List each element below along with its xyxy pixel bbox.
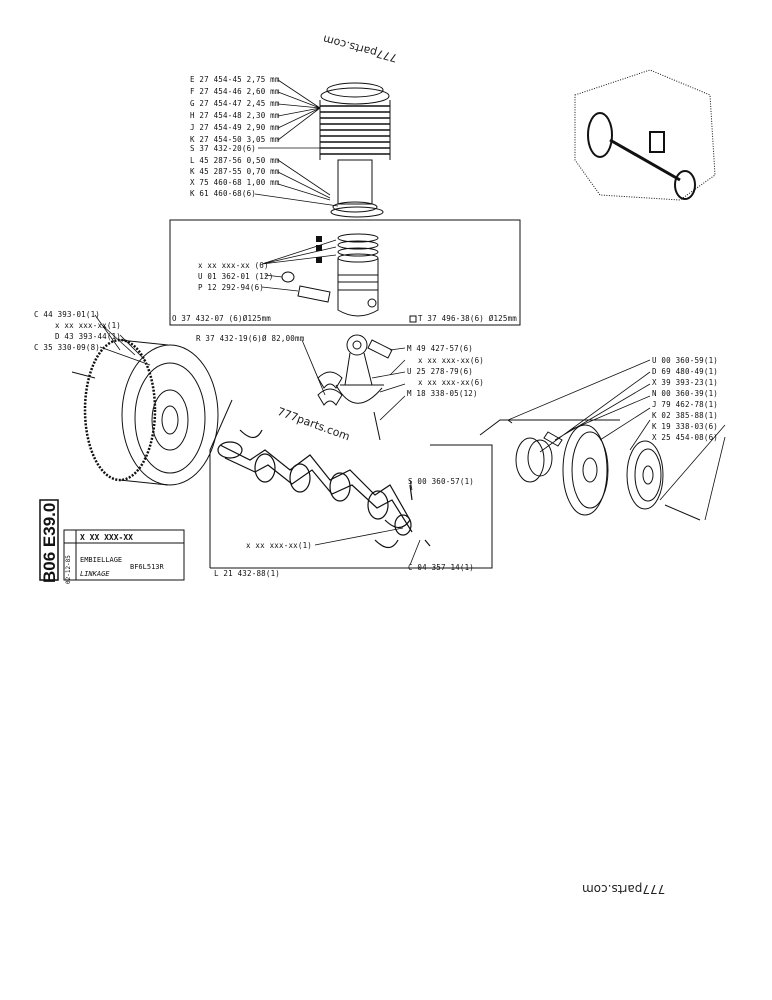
flywheel-drawing [71,338,219,486]
piston-drawing [281,233,379,317]
label-x1: X 75 460-68 1,00 mm [190,178,280,187]
label-xx4: x xx xxx-xx(6) [418,378,485,387]
date-code: 02-12-85 [65,555,72,584]
label-s1: S 37 432-20(6) [190,144,257,153]
label-xx2: x xx xxx-xx(1) [55,321,122,330]
title-en: LINKAGE [80,570,110,578]
label-u1: U 01 362-01 (12) [198,272,274,281]
label-k2: K 45 287-55 0,70 mm [190,167,280,176]
label-l2: L 21 432-88(1) [214,569,281,578]
label-k3: K 61 460-68(6) [190,189,257,198]
label-xx5: x xx xxx-xx(1) [246,541,313,550]
label-k5: K 19 338-03(6) [652,422,719,431]
connecting-rod-drawing [317,334,393,441]
label-o1: O 37 432-07 (6)Ø125mm [172,314,272,323]
label-d2: D 69 480-49(1) [652,367,719,376]
label-j: J 27 454-49 2,90 mm [190,123,280,132]
title-fr: EMBIELLAGE [80,556,123,564]
label-m1: M 49 427-57(6) [407,344,474,353]
label-r1: R 37 432-19(6)Ø 82,00mm [196,334,305,343]
label-k1: K 27 454-50 3,05 mm [190,135,280,144]
label-x2: X 39 393-23(1) [652,378,719,387]
label-x3: X 25 454-08(6) [652,433,719,442]
label-c3: C 04 357-14(1) [408,563,475,572]
label-m2: M 18 338-05(12) [407,389,478,398]
watermark-bottom: 777parts.com [582,882,666,896]
label-c2: C 35 330-09(8) [34,343,101,352]
label-n1: N 00 360-39(1) [652,389,719,398]
label-p1: P 12 292-94(6) [198,283,265,292]
label-xx3: x xx xxx-xx(6) [418,356,485,365]
title-ref: X XX XXX-XX [80,533,133,542]
label-k4: K 02 385-88(1) [652,411,719,420]
crankshaft-drawing [217,429,431,549]
drawing-code: B06 E39.0 [40,502,59,583]
label-t1: T 37 496-38(6) Ø125mm [418,314,518,323]
label-u3: U 00 360-59(1) [652,356,719,365]
label-g: G 27 454-47 2,45 mm [190,99,280,108]
label-d1: D 43 393-44(1) [55,332,122,341]
pulley-drawing [479,419,701,521]
label-e: E 27 454-45 2,75 mm [190,75,280,84]
piston-frame [169,219,521,326]
label-l1: L 45 287-56 0,50 mm [190,156,280,165]
label-f: F 27 454-46 2,60 mm [190,87,280,96]
label-s2: S 00 360-57(1) [408,477,475,486]
crankshaft-frame [209,399,493,569]
label-c1: C 44 393-01(1) [34,310,101,319]
label-j2: J 79 462-78(1) [652,400,719,409]
title-engine: BF6L513R [130,563,164,571]
label-u2: U 25 278-79(6) [407,367,474,376]
label-h: H 27 454-48 2,30 mm [190,111,280,120]
engine-thumbnail [574,69,716,201]
label-xx1: x xx xxx-xx (6) [198,261,269,270]
cylinder-drawing [319,82,391,218]
